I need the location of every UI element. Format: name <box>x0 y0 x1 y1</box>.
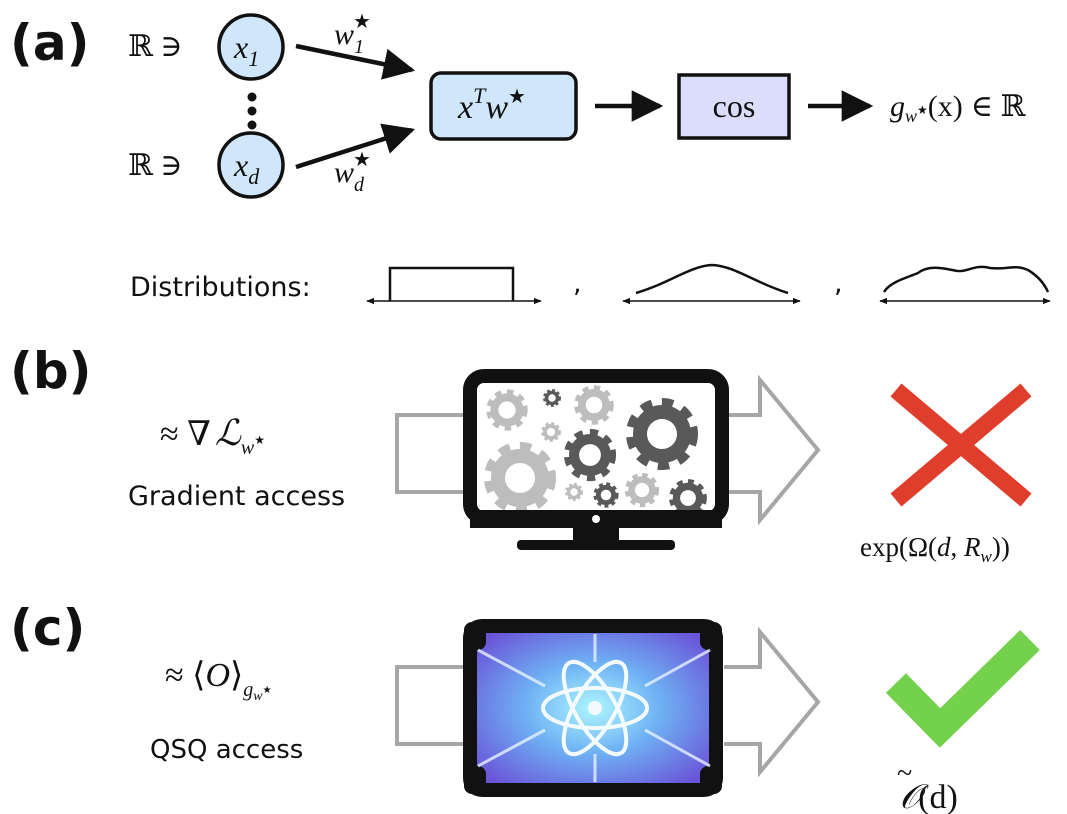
panel-b-label: (b) <box>10 342 92 400</box>
distribution-separator-2: , <box>834 268 843 299</box>
cross-icon <box>890 383 1032 507</box>
output-arrow-c <box>724 626 821 778</box>
distribution-separator-1: , <box>573 268 582 299</box>
edge-bottom <box>295 123 416 170</box>
input-arrow-c <box>395 665 470 746</box>
atom-icon <box>541 659 649 757</box>
quantum-computer-icon <box>463 619 723 797</box>
check-icon <box>885 629 1040 748</box>
input-arrow-b <box>395 413 470 494</box>
input-domain-top: ℝ ∋ <box>128 30 183 63</box>
inner-product-box <box>429 71 578 141</box>
weight-top-label: w1★ <box>334 11 371 58</box>
input-node-top-label: x1 <box>233 29 259 71</box>
vertical-ellipsis <box>247 92 257 130</box>
panel-c-label: (c) <box>10 599 85 657</box>
input-node-top <box>217 13 285 81</box>
weight-bottom-label: wd★ <box>334 149 371 196</box>
multimodal-distribution <box>879 265 1051 305</box>
distributions-label: Distributions: <box>130 272 311 303</box>
output-arrow-b <box>724 374 821 526</box>
cos-label: cos <box>713 88 756 124</box>
input-domain-bottom: ℝ ∋ <box>128 149 183 182</box>
cos-box <box>677 73 791 140</box>
qsq-approx-label: ≈ ⟨O⟩gw★ <box>165 657 272 704</box>
panel-a-label: (a) <box>10 14 89 72</box>
edge-top <box>295 43 416 80</box>
qsq-access-label: QSQ access <box>150 735 303 765</box>
qsq-cost-label: 𝒪~(d) <box>897 758 958 814</box>
input-node-bottom <box>217 131 285 199</box>
gradient-approx-label: ≈ ∇ℒw★ <box>160 413 265 459</box>
uniform-distribution <box>366 266 542 305</box>
classical-computer-icon <box>463 369 729 550</box>
gradient-cost-label: exp(Ω(d, Rw)) <box>860 532 1010 566</box>
gaussian-distribution <box>622 263 801 305</box>
input-node-bottom-label: xd <box>233 147 260 189</box>
output-label: gw★(x)∈ ℝ <box>890 90 1026 126</box>
inner-product-label: xTw★ <box>457 83 526 126</box>
gradient-access-label: Gradient access <box>128 481 345 512</box>
